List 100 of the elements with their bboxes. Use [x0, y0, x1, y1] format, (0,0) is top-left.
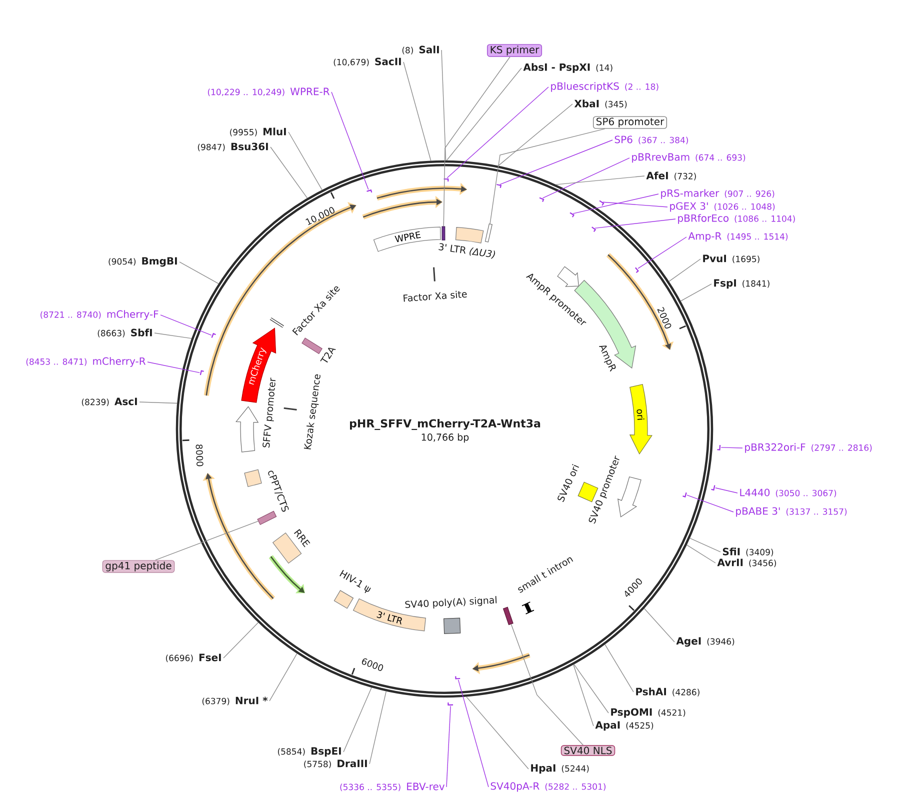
site-label: PvuI (1695) [703, 254, 760, 264]
primer-mark [682, 492, 687, 498]
site-label: (8) SalI [402, 46, 439, 54]
leader-line [466, 696, 529, 770]
site-label: PshAI (4286) [636, 688, 700, 696]
leader-line [369, 690, 387, 764]
leader-line [638, 236, 687, 269]
label-box: gp41 peptide [102, 560, 175, 573]
leader-line [498, 104, 573, 166]
leader-line [572, 194, 659, 214]
primer-label: pBR322ori-F (2797 .. 2816) [745, 443, 872, 453]
leader-line [574, 664, 609, 714]
size-label: 10,766 bp [422, 433, 469, 443]
primer-label: pBABE 3' (3137 .. 3157) [736, 507, 847, 517]
site-label: (9955) MluI [230, 128, 286, 136]
primer-mark [635, 267, 639, 273]
leader-line [690, 538, 721, 552]
site-label: AgeI (3946) [676, 637, 734, 647]
primer-label: (10,229 .. 10,249) WPRE-R [208, 88, 330, 96]
site-mark: Kozak sequence [284, 374, 320, 450]
site-label: XbaI (345) [574, 100, 627, 108]
leader-line [288, 132, 322, 190]
leader-line [510, 624, 584, 746]
primer-label: SP6 (367 .. 384) [614, 136, 688, 144]
leader-line [147, 362, 200, 374]
primer-label: pBluescriptKS (2 .. 18) [551, 82, 658, 92]
site-label: (6696) FseI [166, 654, 221, 662]
primer-label: (8721 .. 8740) mCherry-F [40, 310, 158, 320]
leader-line [715, 488, 738, 494]
primer-mark [455, 676, 460, 680]
tick-label: 6000 [362, 658, 384, 671]
primer-mark [448, 702, 454, 706]
primer-label: L4440 (3050 .. 3067) [740, 488, 836, 498]
leader-line [269, 653, 298, 702]
site-label: AfeI (732) [646, 172, 696, 180]
feature-box: 3' LTR (ΔU3) [438, 227, 495, 259]
leader-line [555, 176, 645, 185]
primer-mark [211, 333, 216, 338]
primer-label: pBRrevBam (674 .. 693) [632, 153, 746, 163]
leader-line [668, 258, 701, 282]
site-mark: Factor Xa site [403, 267, 467, 302]
site-label: HpaI (5244) [531, 764, 589, 774]
label-box: KS primer [487, 44, 542, 57]
leader-line [160, 314, 212, 336]
primer-label: pBRforEco (1086 .. 1104) [678, 214, 795, 224]
feature-bar [502, 606, 514, 626]
site-label: (5854) BspEI [278, 747, 341, 757]
leader-line [155, 520, 259, 560]
primer-mark [366, 190, 372, 193]
leader-line [446, 706, 451, 788]
primer-label: (8453 .. 8471) mCherry-R [26, 357, 146, 367]
tick-label: 8000 [196, 444, 204, 466]
node-label: SV40 ori [558, 464, 580, 502]
leader-line [139, 402, 178, 404]
primer-label: SV40pA-R (5282 .. 5301) [490, 782, 606, 792]
leader-line [490, 128, 606, 224]
leader-line [542, 158, 630, 198]
primer-mark [496, 184, 502, 188]
plasmid-name: pHR_SFFV_mCherry-T2A-Wnt3a [350, 419, 540, 430]
site-label: AvrII (3456) [717, 558, 776, 568]
primer-mark [539, 197, 544, 202]
leader-line [573, 664, 594, 726]
primer-mark [711, 485, 716, 490]
site-label: AbsI - PspXI (14) [523, 63, 612, 73]
site-label: PspOMI (4521) [611, 708, 686, 718]
leader-line [343, 687, 372, 752]
leader-line [270, 146, 308, 198]
leader-line [686, 544, 716, 564]
site-label: (9054) BmgBI [108, 257, 177, 267]
leader-line [446, 68, 522, 161]
primer-label: Amp-R (1495 .. 1514) [688, 232, 788, 242]
site-label: (5758) DraIII [304, 760, 367, 768]
leader-line [446, 86, 549, 178]
site-label: (10,679) SacII [334, 58, 401, 66]
primer-mark [599, 200, 604, 206]
primer-mark [444, 178, 449, 182]
site-label: (6379) NruI * [202, 696, 268, 706]
node-label: T2A [320, 348, 336, 363]
leader-line [602, 202, 668, 208]
feature-bar [442, 226, 446, 240]
leader-line [223, 622, 259, 658]
leader-line [500, 140, 613, 185]
site-label: ApaI (4525) [595, 721, 654, 731]
primer-label: pRS-marker (907 .. 926) [661, 189, 774, 199]
leader-line [594, 218, 676, 229]
leader-line [443, 56, 510, 227]
leader-line [441, 50, 446, 161]
label-box: SV40 NLS [560, 745, 616, 756]
site-label: (8239) AscI [82, 398, 137, 406]
leader-line [179, 262, 219, 284]
label-box: SP6 promoter [593, 116, 668, 129]
tick-label: 2000 [657, 307, 672, 329]
leader-line [644, 608, 675, 642]
leader-line [680, 284, 712, 302]
feature-box: T2A [302, 338, 336, 363]
leader-line [604, 644, 634, 692]
site-label: (8663) SbfI [98, 328, 152, 338]
primer-mark [592, 226, 596, 232]
leader-line [403, 62, 432, 162]
site-label: (9847) Bsu36I [198, 142, 268, 152]
